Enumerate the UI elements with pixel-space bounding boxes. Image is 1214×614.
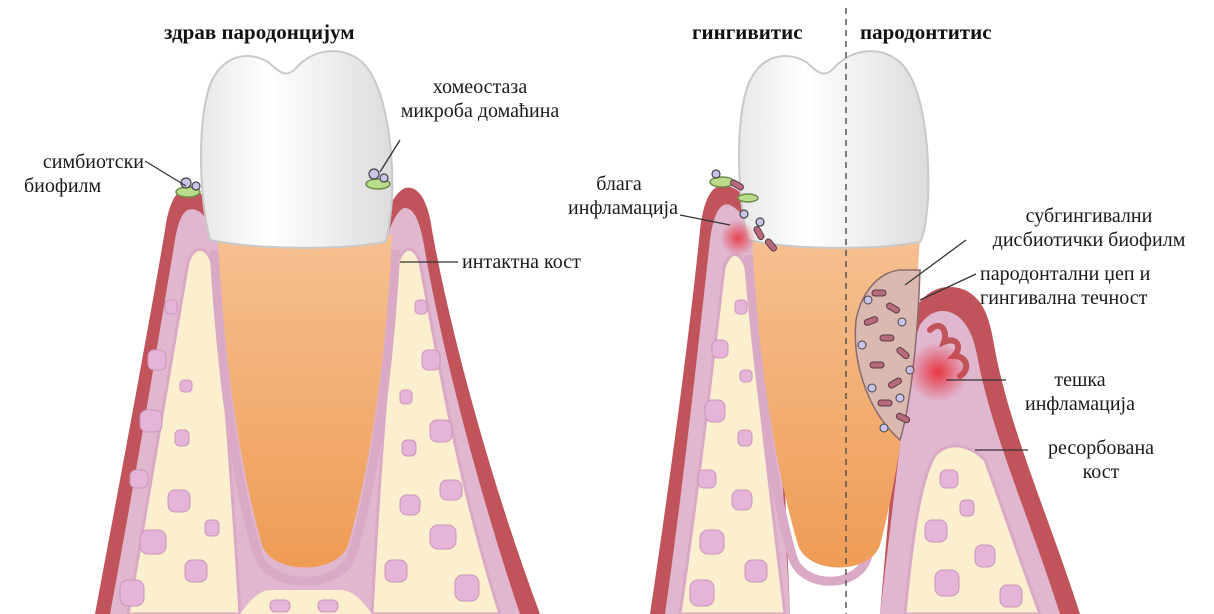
title-periodontitis: пародонтитис xyxy=(860,20,992,45)
label-subgingival-biofilm: субгингивални дисбиотички биофилм xyxy=(966,204,1212,252)
label-intact-bone: интактна кост xyxy=(462,250,581,274)
label-symbiotic-biofilm: симбиотски биофилм xyxy=(4,150,144,198)
healthy-biofilm-left xyxy=(176,178,200,197)
severe-inflammation-spot xyxy=(908,342,968,402)
diseased-crown xyxy=(739,51,928,248)
healthy-periodontium xyxy=(95,51,540,614)
diseased-periodontium xyxy=(650,8,1080,614)
label-resorbed-bone: ресорбована кост xyxy=(1026,436,1176,484)
label-severe-inflammation: тешка инфламација xyxy=(1000,368,1160,416)
mild-inflammation-spot xyxy=(720,220,756,256)
label-host-microbe-homeostasis: хомеостаза микроба домаћина xyxy=(360,75,600,123)
healthy-bone-base xyxy=(240,590,372,614)
title-healthy: здрав пародонцијум xyxy=(164,20,355,45)
title-gingivitis: гингивитис xyxy=(692,20,803,45)
leader-symbiotic-biofilm xyxy=(145,161,186,186)
label-mild-inflammation: блага инфламација xyxy=(560,172,678,220)
label-pocket-and-fluid: пародонтални џеп и гингивална течност xyxy=(980,262,1210,310)
